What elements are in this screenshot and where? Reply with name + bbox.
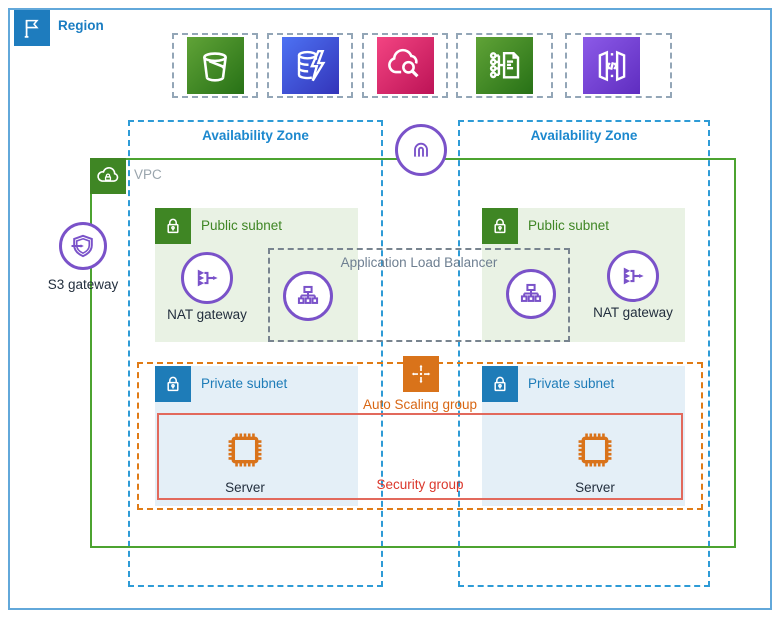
service-box-elasticache [267,33,353,98]
public-subnet-left-label: Public subnet [201,218,283,233]
nat-gateway-right-label: NAT gateway [593,305,673,320]
public-subnet-lock-icon [482,208,518,244]
s3-bucket-icon [186,37,244,94]
nat-gateway-icon [181,252,233,304]
public-subnet-right-label: Public subnet [528,218,610,233]
cloudwatch-icon [376,37,434,94]
private-subnet-lock-icon [482,366,518,402]
server-icon [569,424,621,476]
private-subnet-lock-icon [155,366,191,402]
application-load-balancer-icon [506,269,556,319]
availability-zone-2: Availability Zone [458,120,710,587]
auto-scaling-icon [403,356,439,392]
service-box-cloudwatch [362,33,448,98]
private-subnet-right-label: Private subnet [528,376,615,391]
systems-manager-documents-icon [476,37,533,94]
region-flag-icon [14,10,50,46]
api-gateway-icon [583,37,640,94]
availability-zone-2-label: Availability Zone [530,128,638,143]
service-box-s3 [172,33,258,98]
load-balancer-group [268,248,570,342]
server-right-label: Server [575,480,615,495]
availability-zone-1-label: Availability Zone [202,128,309,143]
security-group [157,413,683,500]
nat-gateway-icon [607,250,659,302]
vpc-icon [90,158,126,194]
s3-gateway-icon [59,222,107,270]
public-subnet-lock-icon [155,208,191,244]
vpc-label: VPC [134,167,162,182]
service-box-systems-manager [456,33,553,98]
region-label: Region [58,18,104,33]
auto-scaling-group-label: Auto Scaling group [362,397,478,412]
server-left-label: Server [225,480,265,495]
service-box-api-gateway [565,33,672,98]
availability-zone-1: Availability Zone [128,120,383,587]
load-balancer-label: Application Load Balancer [340,255,498,270]
nat-gateway-left-label: NAT gateway [167,307,247,322]
security-group-label: Security group [376,477,464,492]
private-subnet-left-label: Private subnet [201,376,288,391]
elasticache-icon [281,37,339,94]
server-icon [219,424,271,476]
s3-gateway-label: S3 gateway [47,277,119,292]
internet-gateway-icon [395,124,447,176]
region-container [8,8,772,610]
application-load-balancer-icon [283,271,333,321]
